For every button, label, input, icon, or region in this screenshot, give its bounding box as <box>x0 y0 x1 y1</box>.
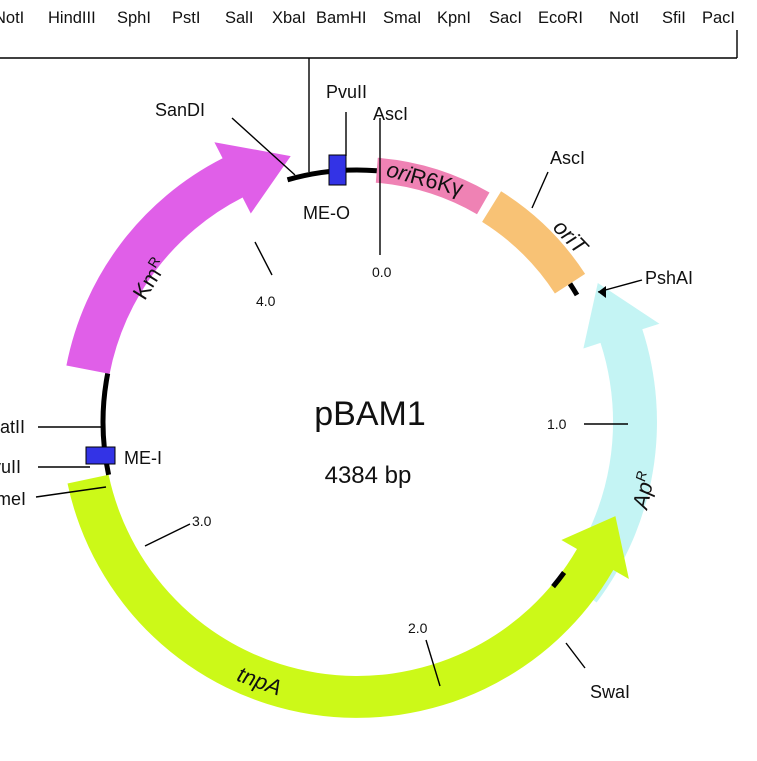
mcs-site-label: NotI <box>0 9 24 27</box>
label-me-o: ME-O <box>303 203 350 223</box>
site-asci-top: AscI <box>373 104 408 124</box>
backbone-left <box>100 373 112 476</box>
mcs-site-label: SalI <box>225 9 253 27</box>
me-o-box <box>328 154 347 186</box>
site-pmei: PmeI <box>0 489 26 509</box>
tnpa-arrow <box>67 474 629 718</box>
backbone-lower-right <box>551 571 567 589</box>
orit-block <box>482 191 586 294</box>
site-pvuii-left: PvuII <box>0 457 21 477</box>
tick-0: 0.0 <box>372 264 392 280</box>
mcs-site-label: SmaI <box>383 9 422 27</box>
label-ap: ApR <box>626 470 660 514</box>
site-sandi: SanDI <box>155 100 205 120</box>
ap-resistance-arrow <box>561 283 660 603</box>
km-resistance-arrow <box>66 142 291 374</box>
plasmid-size: 4384 bp <box>325 462 412 489</box>
site-leader-lines <box>35 112 643 669</box>
site-aatii: AatII <box>0 417 25 437</box>
mcs-bracket <box>0 30 738 172</box>
mcs-site-label: NotI <box>609 9 639 27</box>
label-me-i: ME-I <box>124 448 162 468</box>
me-i-box <box>85 446 116 465</box>
site-swai: SwaI <box>590 682 630 702</box>
mcs-site-labels: NotI HindIII SphI PstI SalI XbaI BamHI SmaI KpnI… <box>0 9 735 27</box>
mcs-site-label: BamHI <box>316 9 366 27</box>
tick-leader-lines <box>144 241 628 687</box>
tick-1: 1.0 <box>547 416 567 432</box>
ori-r6k-block <box>375 157 490 215</box>
tick-2: 2.0 <box>408 620 428 636</box>
site-pshai: PshAI <box>645 268 693 288</box>
label-ori-r6k: oriR6Kγ <box>384 157 466 201</box>
mcs-site-label: EcoRI <box>538 9 583 27</box>
plasmid-name: pBAM1 <box>314 395 426 433</box>
tick-3: 3.0 <box>192 513 212 529</box>
mcs-site-label: KpnI <box>437 9 471 27</box>
site-asci-right: AscI <box>550 148 585 168</box>
mcs-site-label: XbaI <box>272 9 306 27</box>
mcs-site-label: SfiI <box>662 9 686 27</box>
mcs-site-label: SacI <box>489 9 522 27</box>
site-pvuii-top: PvuII <box>326 82 367 102</box>
mcs-site-label: HindIII <box>48 9 96 27</box>
mcs-site-label: PacI <box>702 9 735 27</box>
mcs-site-label: SphI <box>117 9 151 27</box>
backbone-right <box>567 282 580 297</box>
tick-4: 4.0 <box>256 293 276 309</box>
mcs-site-label: PstI <box>172 9 200 27</box>
